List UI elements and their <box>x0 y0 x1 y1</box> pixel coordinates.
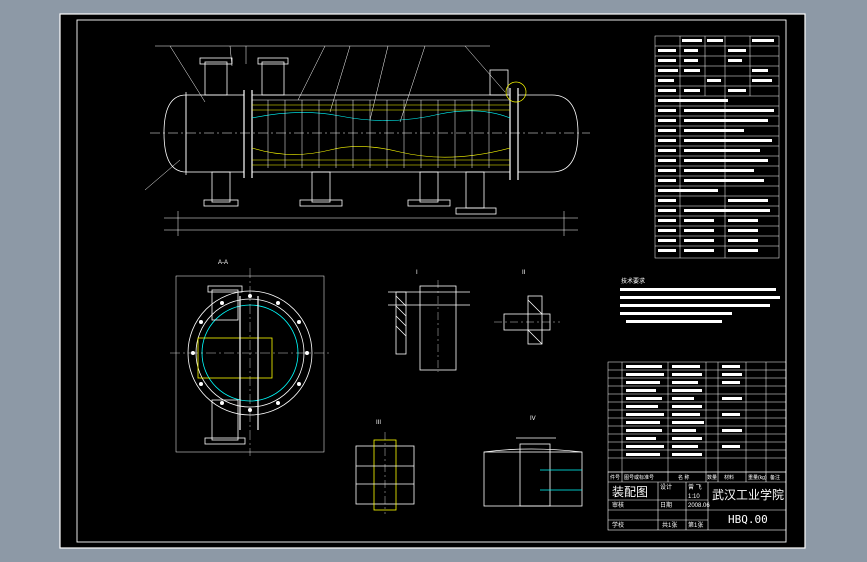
notes-title: 技术要求 <box>621 277 645 285</box>
tube-bundle <box>251 104 511 166</box>
col-code-label: 图号或标准号 <box>624 474 654 481</box>
detail-iii-view <box>355 432 415 514</box>
main-elevation-view <box>144 45 590 236</box>
section-aa-label: A-A <box>218 260 228 266</box>
school-left-label: 学校 <box>612 521 624 529</box>
drawing-title: 装配图 <box>612 485 648 499</box>
spec-table <box>654 35 780 259</box>
detail-iv-label: IV <box>530 416 536 422</box>
detail-iii-label: III <box>376 420 381 426</box>
col-note-label: 备注 <box>770 474 780 481</box>
drawing-sheet <box>59 13 806 549</box>
check-label: 审核 <box>612 501 624 509</box>
sheet-count: 共1张 <box>662 521 677 529</box>
school-name: 武汉工业学院 <box>712 487 784 502</box>
page-number: 第1张 <box>688 521 703 529</box>
detail-i-label: I <box>416 270 418 276</box>
col-no-label: 件号 <box>610 474 620 481</box>
parts-list-rows <box>626 365 742 456</box>
col-mat-label: 材料 <box>724 474 734 481</box>
title-block <box>607 471 787 531</box>
sheet-border <box>76 19 787 543</box>
design-name: 曾 飞 <box>688 483 702 491</box>
section-aa-bolts <box>191 294 309 412</box>
detail-callout-circle[interactable] <box>505 81 527 103</box>
detail-i-view <box>388 280 470 372</box>
detail-ii-view <box>494 295 560 345</box>
scale-value: 1:10 <box>688 494 700 500</box>
technical-notes <box>620 288 780 323</box>
col-qty-label: 数量 <box>707 474 717 481</box>
drawing-number: HBQ.00 <box>728 513 768 526</box>
detail-ii-label: II <box>522 270 526 276</box>
detail-iv-view <box>483 437 583 507</box>
spec-table-text <box>658 39 774 252</box>
col-name-label: 名 称 <box>678 474 689 481</box>
section-aa-view <box>170 268 330 456</box>
date-label: 日期 <box>660 501 672 509</box>
date-value: 2008.06 <box>688 503 710 509</box>
baffles <box>267 100 490 168</box>
col-weight-label: 重量(kg) <box>748 474 767 481</box>
design-label: 设计 <box>660 483 672 491</box>
